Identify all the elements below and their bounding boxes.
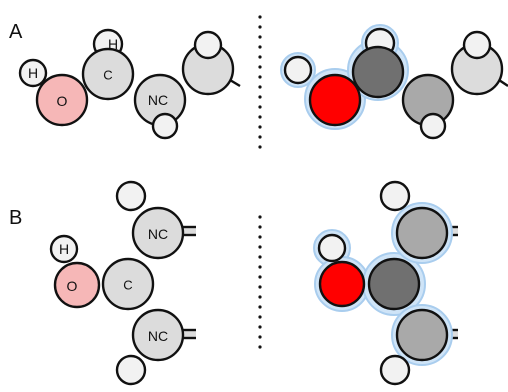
atom-a2-nc-h [419, 112, 447, 140]
label-b-h: H [59, 241, 69, 257]
atom-b2-nc-top [395, 206, 449, 260]
separator-b [258, 215, 262, 349]
atom-a2-h-left [283, 55, 313, 85]
atom-b-o [53, 261, 101, 309]
atom-b2-h-bottom [379, 354, 411, 386]
label-b-nc-top: NC [148, 226, 168, 242]
atom-b-nc-bottom [131, 308, 185, 362]
atom-b2-h-top [379, 180, 411, 212]
molecule-b-shaded [313, 180, 458, 386]
label-b-nc-bottom: NC [148, 328, 168, 344]
panel-label-b: B [9, 207, 22, 229]
label-a-h-left: H [28, 65, 38, 81]
atom-a-right-h [193, 30, 223, 60]
atom-a2-o [308, 73, 362, 127]
label-a-h-top: H [108, 36, 118, 52]
label-a-nc: NC [148, 92, 168, 108]
atom-a-c [81, 47, 135, 101]
panel-label-a: A [9, 21, 23, 43]
atom-a2-right-h [462, 30, 492, 60]
atom-a-o [35, 73, 89, 127]
bond-a2-stub [498, 79, 508, 87]
atom-b2-o [318, 260, 366, 308]
atom-b2-c [367, 257, 421, 311]
label-b-o: O [67, 278, 78, 294]
molecule-b-labeled: H O C NC NC [49, 180, 196, 386]
separator-a [258, 15, 262, 149]
atom-a-h-left [18, 58, 48, 88]
molecule-a-labeled: H H O C NC [18, 28, 241, 140]
atom-b-c [101, 257, 155, 311]
label-a-o: O [57, 93, 68, 109]
atom-b-nc-top [131, 206, 185, 260]
molecule-a-shaded [280, 24, 508, 140]
atom-a-nc-h [151, 112, 179, 140]
atom-b-h-top [115, 180, 147, 212]
atom-b-h-bottom [115, 354, 147, 386]
label-a-c: C [103, 68, 112, 83]
atom-b-h [49, 234, 79, 264]
atom-b2-h [317, 233, 347, 263]
atom-a2-c [351, 45, 405, 99]
label-b-c: C [123, 278, 132, 293]
bond-a-stub [229, 78, 241, 88]
atom-b2-nc-bottom [395, 308, 449, 362]
